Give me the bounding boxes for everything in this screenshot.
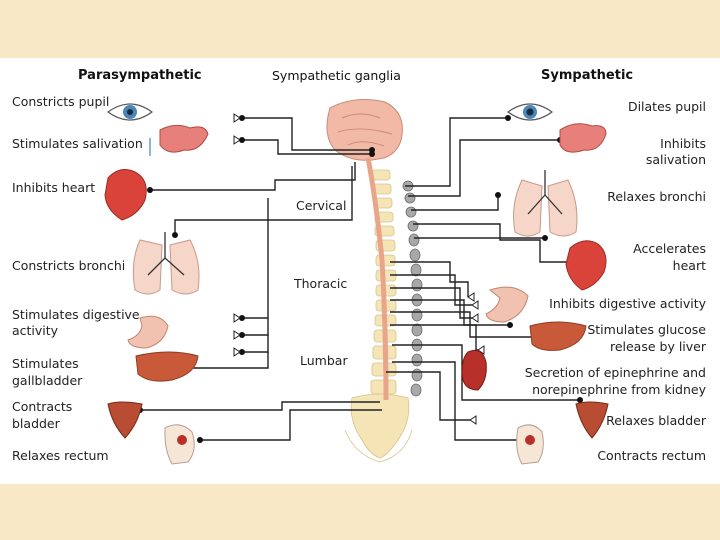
label-constricts-bronchi: Constricts bronchi: [12, 258, 126, 273]
top-band: [0, 0, 720, 58]
label-salivation: salivation: [645, 152, 706, 167]
liver-icon-right: [529, 321, 587, 351]
heart-icon-left: [104, 169, 147, 221]
label-activity: activity: [12, 323, 59, 338]
region-lumbar: Lumbar: [300, 353, 348, 368]
nerve-lines: [140, 117, 580, 441]
label-norepinephrine-kidney: norepinephrine from kidney: [532, 382, 706, 397]
bladder-icon-left: [107, 401, 143, 439]
stomach-icon-right: [485, 286, 529, 323]
eye-icon-left: [106, 103, 154, 121]
label-inhibits: Inhibits: [660, 136, 706, 151]
label-secretion-epinephrine: Secretion of epinephrine and: [524, 365, 706, 380]
label-stimulates-digestive: Stimulates digestive: [12, 307, 140, 322]
header-parasympathetic: Parasympathetic: [78, 68, 202, 83]
label-relaxes-rectum: Relaxes rectum: [12, 448, 109, 463]
label-relaxes-bronchi: Relaxes bronchi: [607, 189, 706, 204]
eye-icon-right: [506, 103, 554, 121]
label-gallbladder: gallbladder: [12, 373, 83, 388]
ganglion-dots: [137, 115, 583, 443]
rectum-icon-left: [164, 424, 195, 465]
lungs-icon-right: [513, 170, 578, 237]
region-thoracic: Thoracic: [294, 276, 348, 291]
kidney-icon-right: [461, 349, 487, 391]
label-relaxes-bladder: Relaxes bladder: [606, 413, 706, 428]
label-accelerates: Accelerates: [633, 241, 706, 256]
region-cervical: Cervical: [296, 198, 347, 213]
bladder-icon-right: [575, 401, 609, 439]
synapse-markers: [233, 113, 485, 425]
header-sympathetic: Sympathetic: [541, 68, 634, 83]
liver-icon-left: [135, 351, 199, 382]
brain-icon: [326, 99, 403, 161]
label-bladder: bladder: [12, 416, 60, 431]
label-dilates-pupil: Dilates pupil: [627, 99, 706, 114]
label-release-by-liver: release by liver: [609, 339, 706, 354]
salivary-gland-icon-right: [559, 123, 607, 153]
label-inhibits-digestive: Inhibits digestive activity: [549, 296, 706, 311]
label-stimulates-salivation: Stimulates salivation: [12, 136, 143, 151]
label-inhibits-heart: Inhibits heart: [12, 180, 96, 195]
label-contracts: Contracts: [12, 399, 73, 414]
label-heart: heart: [672, 258, 706, 273]
header-sympathetic-ganglia: Sympathetic ganglia: [272, 68, 401, 83]
label-constricts-pupil: Constricts pupil: [12, 94, 110, 109]
label-contracts-rectum: Contracts rectum: [597, 448, 706, 463]
heart-icon-right: [565, 240, 607, 291]
rectum-icon-right: [516, 424, 544, 465]
label-stimulates: Stimulates: [12, 356, 79, 371]
bottom-band: [0, 484, 720, 540]
label-stimulates-glucose: Stimulates glucose: [587, 322, 706, 337]
lungs-icon-left: [132, 232, 200, 295]
salivary-gland-icon-left: [149, 124, 209, 156]
stomach-icon-left: [127, 315, 169, 349]
